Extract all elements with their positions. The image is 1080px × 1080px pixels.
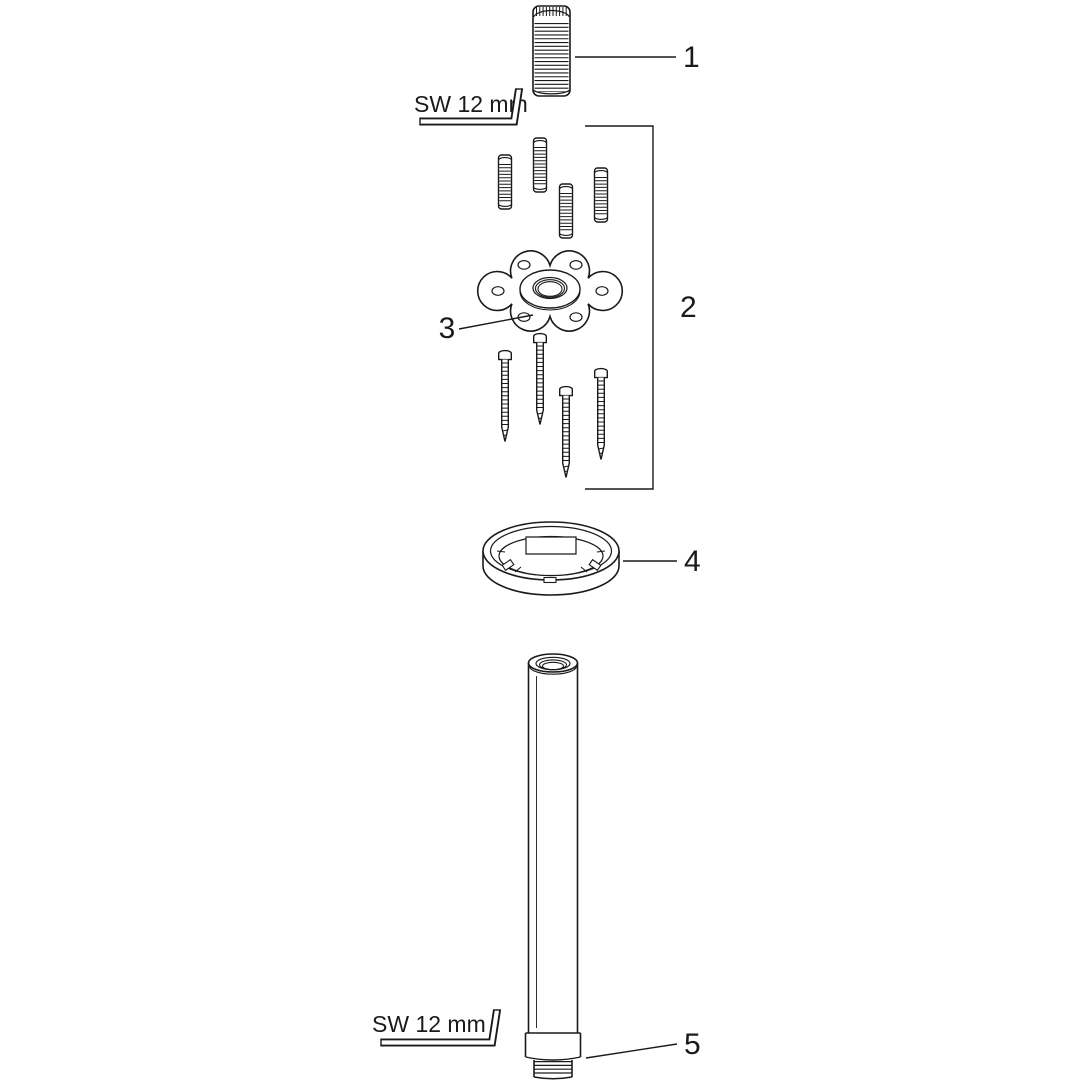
mounting-screw: [534, 334, 547, 425]
callout-3: 3: [439, 312, 534, 345]
escutcheon-tick: [580, 566, 588, 573]
escutcheon-tick: [596, 550, 606, 553]
callout-5: 5: [585, 1028, 701, 1061]
part-1-threaded-nipple: [532, 5, 571, 97]
annotation-sw12-bottom: SW 12 mm: [372, 1009, 501, 1047]
tube-inner-thread: [541, 661, 565, 671]
allen-key-icon: [419, 88, 523, 126]
flange-center-thread: [537, 281, 563, 297]
annotation-sw12-top: SW 12 mm: [414, 88, 528, 126]
callout-label-3: 3: [439, 312, 456, 345]
tube-tip-bottom: [533, 1076, 573, 1080]
anchor-stud: [499, 155, 512, 209]
escutcheon-clip-tab: [543, 576, 557, 584]
callout-label-1: 1: [683, 41, 700, 74]
part-3-mounting-flange: [476, 250, 624, 332]
nipple-bottom-line: [533, 89, 570, 95]
allen-key-icon: [380, 1009, 501, 1047]
part-5-ceiling-tube: [524, 653, 582, 1080]
anchor-studs-group: [499, 138, 608, 238]
tube-collar-bottom: [525, 1056, 581, 1061]
flange-hole: [569, 312, 583, 323]
anchor-stud: [534, 138, 547, 192]
escutcheon-clip-tab: [588, 558, 602, 572]
callout-4: 4: [623, 545, 701, 578]
flange-hole: [569, 260, 583, 270]
mounting-screws-group: [499, 334, 608, 478]
mounting-screw: [499, 351, 512, 442]
nipple-dome-line: [532, 9, 571, 18]
flange-center-thread: [534, 279, 566, 298]
tube-rim-chamfer: [528, 665, 578, 675]
mounting-screw: [560, 387, 573, 478]
flange-hole: [517, 260, 531, 270]
wrench-size-label-bottom: SW 12 mm: [372, 1011, 486, 1037]
flange-boss: [519, 269, 581, 309]
escutcheon-clip-tab: [501, 558, 515, 572]
mounting-screw: [595, 369, 608, 460]
flange-hole: [595, 286, 609, 296]
bracket-2: [585, 125, 654, 490]
anchor-stud: [560, 184, 573, 238]
escutcheon-tick: [496, 550, 506, 553]
leader-line-5: [585, 1043, 678, 1059]
callout-2: 2: [585, 125, 697, 490]
flange-boss-thickness: [519, 290, 581, 311]
flange-hole: [517, 312, 531, 323]
callout-1: 1: [575, 41, 700, 74]
escutcheon-notch: [525, 536, 577, 555]
flange-hole: [491, 286, 505, 296]
escutcheon-tick: [514, 566, 522, 573]
part-4-escutcheon: [482, 521, 620, 596]
nipple-outline: [532, 5, 571, 97]
callout-label-4: 4: [684, 545, 701, 578]
callout-label-2: 2: [680, 291, 697, 324]
leader-line-3: [458, 314, 534, 330]
anchor-stud: [595, 168, 608, 222]
callout-label-5: 5: [684, 1028, 701, 1061]
flange-center-hole: [532, 276, 568, 300]
wrench-size-label-top: SW 12 mm: [414, 91, 528, 117]
